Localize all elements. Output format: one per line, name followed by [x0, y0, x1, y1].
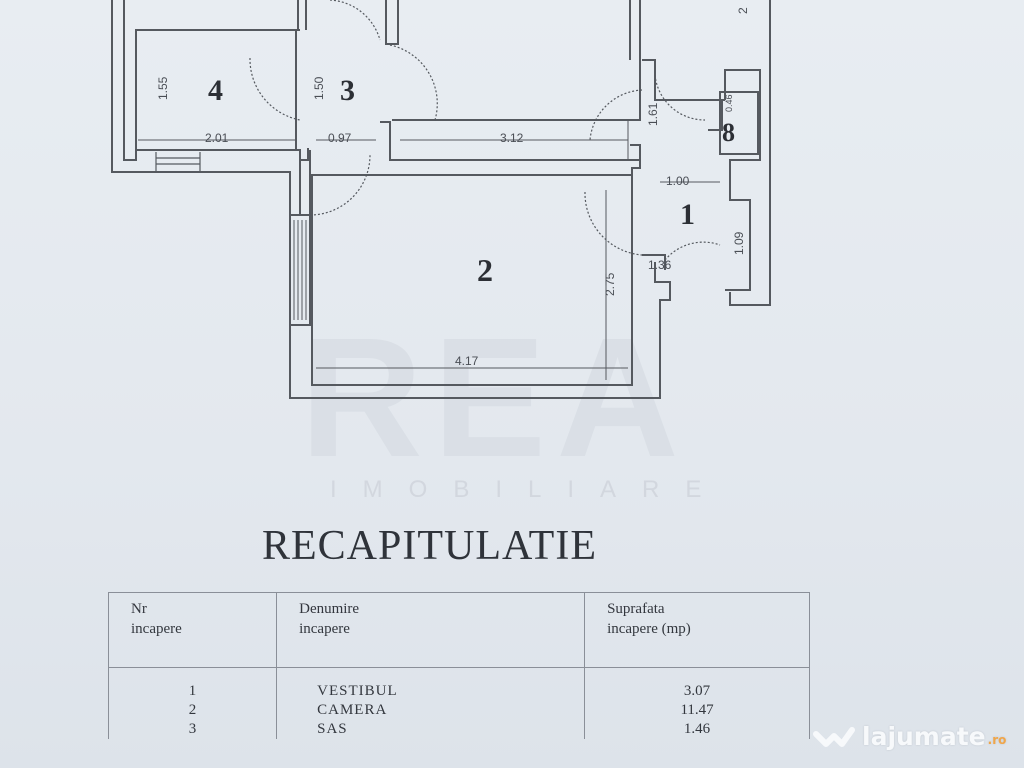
- table-header-row: Nr incapere Denumire incapere Suprafata …: [107, 592, 810, 668]
- table-row: 2 CAMERA 11.47: [107, 701, 810, 720]
- dimension-room3-height: 1.50: [312, 76, 326, 100]
- summary-title: RECAPITULATIE: [262, 523, 597, 569]
- cell-room-name: CAMERA: [276, 701, 586, 720]
- room-number-1: 1: [680, 198, 695, 231]
- lajumate-watermark: lajumate .ro: [812, 722, 1006, 751]
- dimension-room8: 0.46: [724, 94, 734, 112]
- room-number-2: 2: [477, 252, 493, 288]
- dimension-room4-width: 2.01: [205, 131, 229, 145]
- dimension-top-right: 2: [736, 7, 750, 14]
- dimension-room3-width: 0.97: [328, 131, 352, 145]
- room-number-3: 3: [340, 74, 355, 107]
- table-row: 1 VESTIBUL 3.07: [107, 667, 810, 701]
- dimension-corridor-width: 3.12: [500, 131, 524, 145]
- dimension-room1-top: 1.61: [646, 102, 660, 126]
- room-summary-table: Nr incapere Denumire incapere Suprafata …: [107, 592, 810, 739]
- handshake-logo-icon: [813, 726, 855, 747]
- dimension-room2-width: 4.17: [455, 354, 479, 368]
- cell-room-number: 1: [107, 667, 278, 701]
- cell-room-area: 3.07: [584, 667, 810, 701]
- dimension-room2-height: 2.75: [603, 272, 617, 296]
- cell-room-number: 3: [107, 720, 278, 739]
- cell-room-name: SAS: [276, 720, 586, 739]
- floor-plan-drawing: [111, 0, 771, 399]
- room-number-4: 4: [208, 74, 223, 107]
- header-room-number: Nr incapere: [107, 592, 278, 668]
- watermark-subtitle: IMOBILIARE: [330, 476, 728, 503]
- dimension-room1-width: 1.00: [666, 174, 690, 188]
- header-room-name: Denumire incapere: [276, 592, 586, 668]
- table-row: 3 SAS 1.46: [107, 720, 810, 739]
- dimension-room1-side: 1.09: [732, 231, 746, 255]
- cell-room-area: 11.47: [584, 701, 810, 720]
- cell-room-area: 1.46: [584, 720, 810, 739]
- brand-tld: .ro: [987, 733, 1007, 747]
- cell-room-name: VESTIBUL: [276, 667, 586, 701]
- dimension-room4-height: 1.55: [156, 76, 170, 100]
- cell-room-number: 2: [107, 701, 278, 720]
- brand-name: lajumate: [862, 722, 986, 751]
- dimension-room1-door: 1.36: [648, 258, 672, 272]
- header-room-area: Suprafata incapere (mp): [584, 592, 810, 668]
- room-number-8: 8: [722, 118, 735, 147]
